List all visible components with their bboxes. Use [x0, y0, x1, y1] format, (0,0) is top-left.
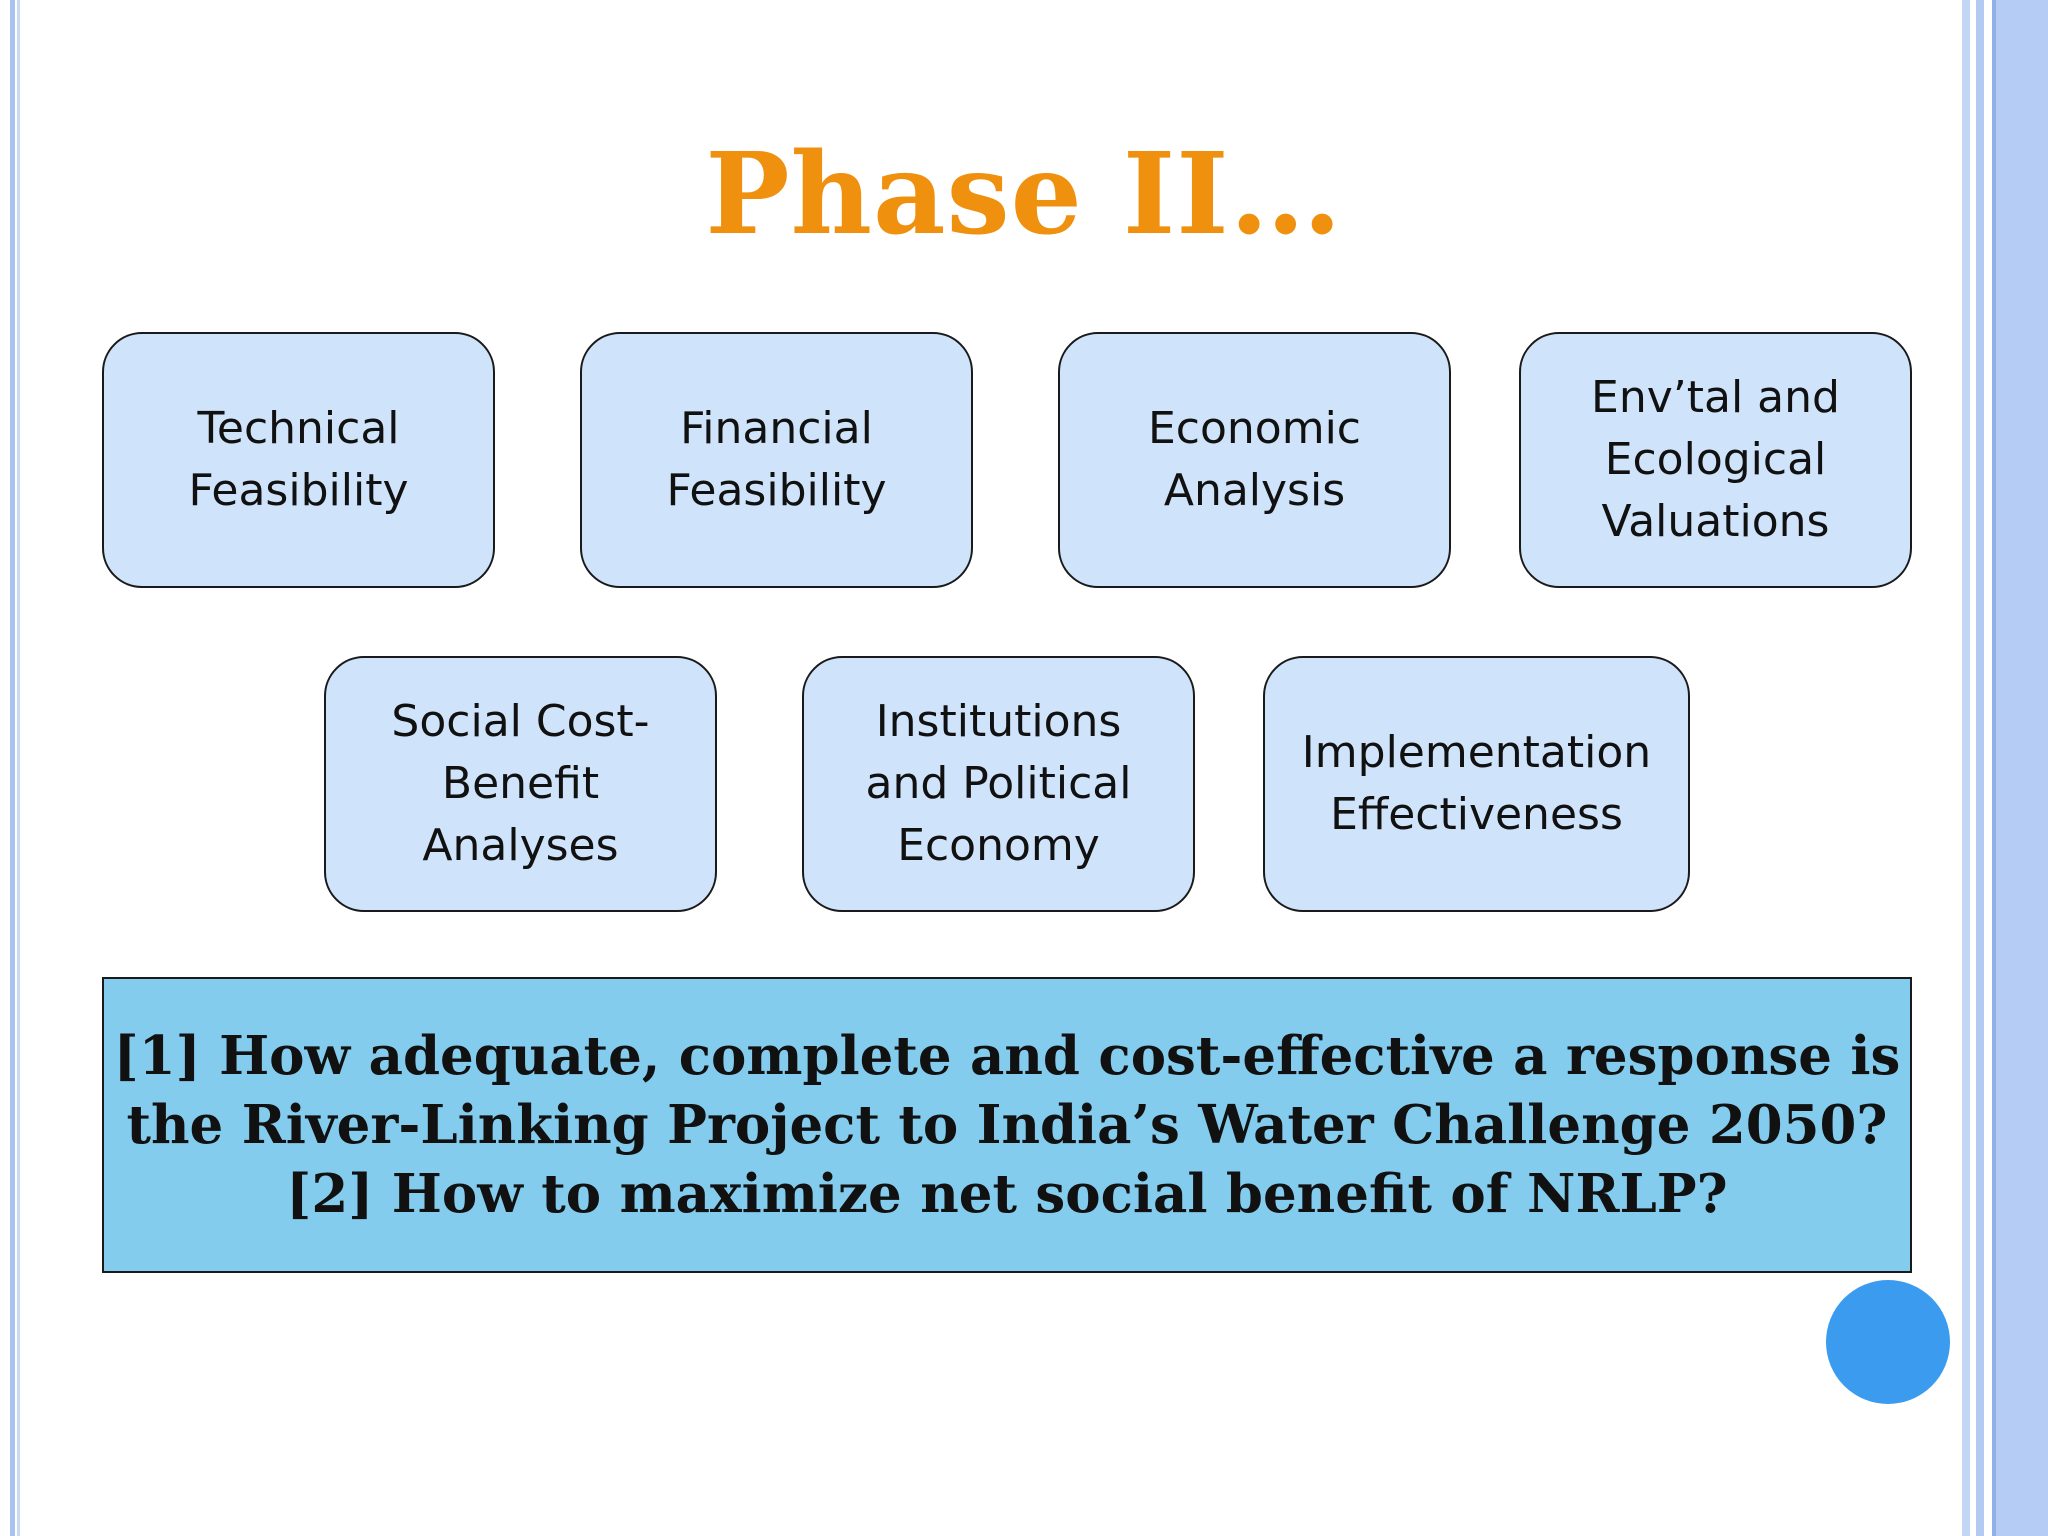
box-label: Financial Feasibility — [666, 403, 887, 516]
question-line: [2] How to maximize net social benefit o… — [286, 1162, 1728, 1225]
box-economic-analysis: Economic Analysis — [1058, 332, 1451, 588]
research-questions-box: [1] How adequate, complete and cost-effe… — [102, 977, 1912, 1273]
box-label: Env’tal and Ecological Valuations — [1591, 372, 1840, 547]
question-line: [1] How adequate, complete and cost-effe… — [113, 1024, 1901, 1087]
box-label: Implementation Effectiveness — [1301, 727, 1652, 840]
box-label: Institutions and Political Economy — [865, 696, 1132, 871]
box-label: Economic Analysis — [1148, 403, 1361, 516]
slide-title: Phase II… — [705, 129, 1343, 260]
box-label: Social Cost- Benefit Analyses — [391, 696, 650, 871]
right-decorative-stripes — [1956, 0, 2048, 1536]
box-implementation-effectiveness: Implementation Effectiveness — [1263, 656, 1690, 912]
box-technical-feasibility: Technical Feasibility — [102, 332, 495, 588]
box-label: Technical Feasibility — [188, 403, 409, 516]
box-social-cost-benefit-analyses: Social Cost- Benefit Analyses — [324, 656, 717, 912]
decorative-circle — [1826, 1280, 1950, 1404]
left-decorative-stripe — [0, 0, 22, 1536]
question-line: the River-Linking Project to India’s Wat… — [126, 1093, 1888, 1156]
box-financial-feasibility: Financial Feasibility — [580, 332, 973, 588]
box-institutions-political-economy: Institutions and Political Economy — [802, 656, 1195, 912]
box-environmental-ecological-valuations: Env’tal and Ecological Valuations — [1519, 332, 1912, 588]
